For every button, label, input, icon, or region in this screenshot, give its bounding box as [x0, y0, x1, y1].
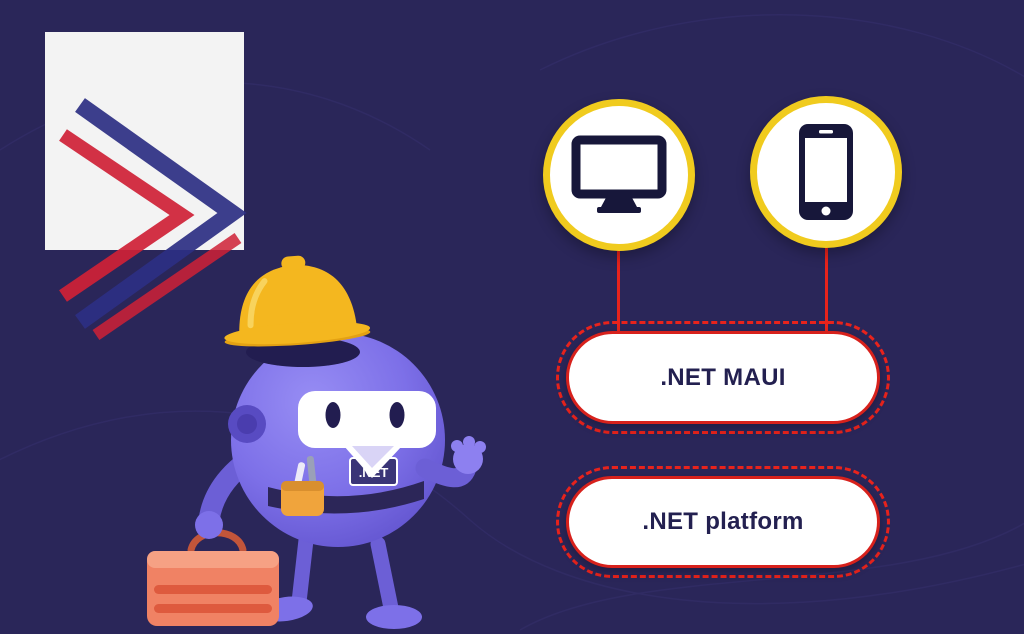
dotnet-bot-mascot: .NET — [147, 255, 486, 629]
maui-node-pill: .NET MAUI — [566, 331, 880, 424]
connector-mobile-to-maui — [825, 248, 828, 335]
toolbox — [147, 511, 279, 626]
platform-node: .NET platform — [556, 466, 890, 578]
device-node-desktop — [543, 99, 695, 251]
smartphone-icon — [799, 124, 853, 220]
robot-left-hand — [195, 511, 223, 539]
robot-legs — [259, 532, 422, 629]
robot-right-hand — [451, 436, 486, 474]
desktop-monitor-icon — [571, 135, 667, 213]
hard-hat-icon — [224, 255, 371, 347]
robot-eye-left — [325, 402, 341, 428]
device-node-mobile — [750, 96, 902, 248]
maui-node: .NET MAUI — [556, 321, 890, 434]
maui-node-label: .NET MAUI — [660, 363, 786, 391]
robot-face — [298, 391, 436, 478]
platform-node-label: .NET platform — [642, 508, 804, 535]
platform-node-pill: .NET platform — [566, 476, 880, 568]
logo-mark — [59, 98, 247, 340]
brand-logo — [45, 32, 247, 340]
connector-desktop-to-maui — [617, 251, 620, 335]
robot-ear — [228, 405, 266, 443]
chest-pocket — [281, 455, 324, 516]
robot-eye-right — [389, 402, 405, 428]
